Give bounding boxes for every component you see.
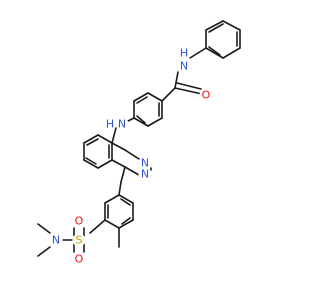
bond <box>176 82 202 90</box>
bond <box>118 181 122 196</box>
bond <box>37 246 51 257</box>
bond <box>86 138 99 146</box>
bond <box>205 20 224 31</box>
bond <box>121 217 131 225</box>
bond <box>97 134 113 144</box>
bond <box>111 127 117 144</box>
bond <box>104 219 120 229</box>
bond <box>111 142 126 151</box>
svg-text:S: S <box>76 234 83 247</box>
atom-label-amine-n: N <box>115 117 129 131</box>
svg-text:O: O <box>75 253 84 266</box>
atom-label-amide-n: N <box>177 59 191 73</box>
bond <box>124 149 140 160</box>
bond <box>118 219 134 229</box>
bond <box>97 159 113 169</box>
bond <box>136 96 148 104</box>
bond <box>208 46 221 56</box>
svg-text:H: H <box>106 118 114 131</box>
bond <box>127 117 135 122</box>
molecule-structure: N H O N H N N S O O N <box>37 20 241 266</box>
bond <box>111 159 126 168</box>
bond <box>147 117 163 127</box>
atom-label-sulfonyl-s: S <box>72 233 86 247</box>
bond <box>161 87 176 102</box>
svg-text:N: N <box>141 168 149 181</box>
bond <box>136 115 146 124</box>
bond <box>189 47 207 59</box>
bond <box>147 92 163 102</box>
bond <box>208 23 224 33</box>
bond <box>133 117 149 127</box>
bond-layer <box>37 20 241 257</box>
svg-text:H: H <box>180 47 188 60</box>
svg-text:N: N <box>52 234 60 247</box>
bond <box>37 223 51 234</box>
svg-text:N: N <box>180 60 188 73</box>
bond <box>118 194 134 204</box>
bond <box>120 198 131 206</box>
bond <box>83 134 99 144</box>
bond <box>120 166 126 183</box>
bond <box>85 157 97 165</box>
atom-label-ring-n2: N <box>138 167 152 181</box>
svg-text:O: O <box>75 215 84 228</box>
svg-text:N: N <box>118 118 126 131</box>
bond <box>205 47 224 59</box>
atom-label-amide-h: H <box>180 47 188 60</box>
bond <box>174 71 179 89</box>
atom-label-ring-n1: N <box>138 156 152 170</box>
bond <box>124 166 140 176</box>
bond <box>222 47 241 59</box>
atom-label-amide-o: O <box>199 88 213 102</box>
bond <box>222 20 241 31</box>
atom-label-sulfonyl-o1: O <box>72 214 86 228</box>
bond <box>133 92 149 102</box>
bond <box>174 87 203 95</box>
bond <box>83 159 99 169</box>
atom-label-sulfonyl-o2: O <box>72 252 86 266</box>
atom-label-dimethyl-n: N <box>49 233 63 247</box>
svg-text:O: O <box>202 89 211 102</box>
atom-label-amine-h: H <box>106 118 114 131</box>
bond <box>89 219 106 234</box>
svg-text:N: N <box>141 157 149 170</box>
bond <box>104 194 120 204</box>
